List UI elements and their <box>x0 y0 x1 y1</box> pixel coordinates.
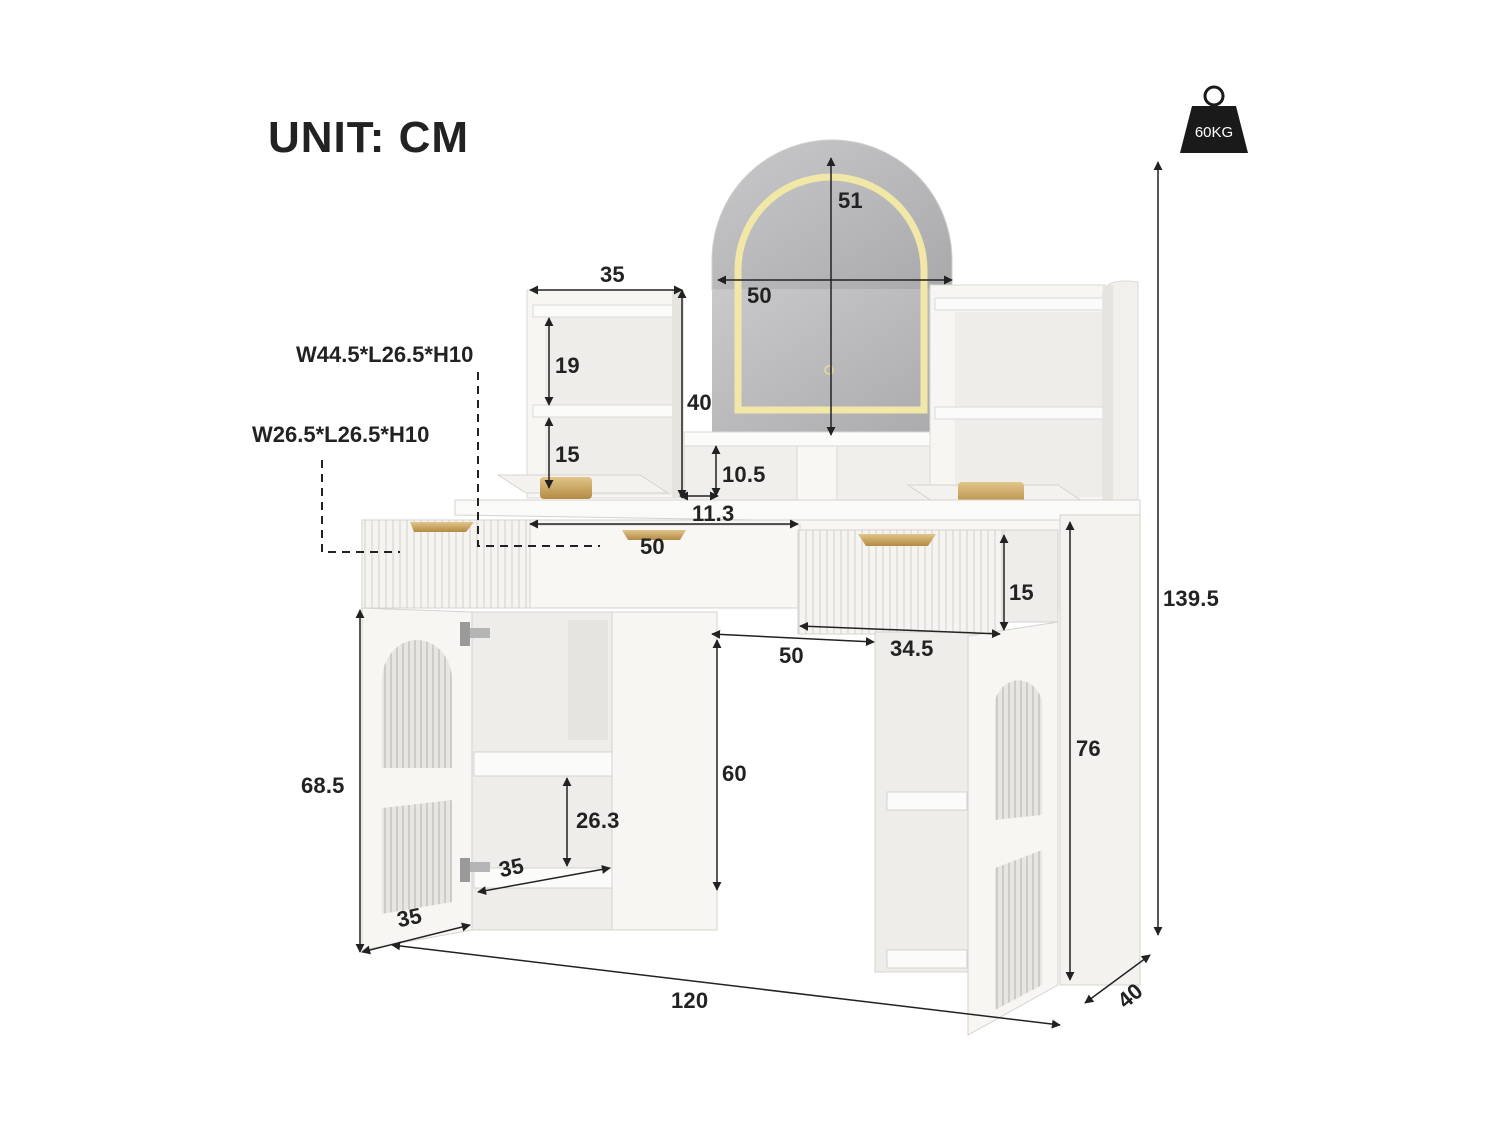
drawer-width-label: 50 <box>640 534 665 559</box>
desk-height-label: 76 <box>1076 736 1101 761</box>
right-cabinet-door <box>967 621 1059 1036</box>
left-drawer <box>361 519 531 609</box>
right-cabinet <box>874 631 976 973</box>
weight-icon <box>1180 85 1248 153</box>
center-cubby <box>683 431 935 503</box>
weight-badge-text: 60KG <box>1195 124 1233 141</box>
knee-height-label: 60 <box>722 761 747 786</box>
cabinet-width-label: 35 <box>394 902 425 933</box>
left-cabinet-door <box>361 607 490 951</box>
cabinet-shelf-height-label: 26.3 <box>576 808 620 833</box>
right-hutch <box>929 280 1139 506</box>
center-drawer <box>529 524 801 609</box>
left-cabinet <box>471 611 718 931</box>
dimension-lines <box>355 157 1163 1029</box>
cubby-gap-label: 11.3 <box>692 501 735 526</box>
unit-label: UNIT: CM <box>268 113 470 162</box>
total-width-label: 120 <box>671 988 709 1013</box>
callout-lines <box>321 372 600 553</box>
total-height-label: 139.5 <box>1163 586 1220 611</box>
cubby-height-label: 10.5 <box>722 462 766 487</box>
middle-drawer-spec: W44.5*L26.5*H10 <box>296 342 474 367</box>
shelf-lower-label: 15 <box>555 442 580 467</box>
right-drawer-height-label: 15 <box>1009 580 1034 605</box>
right-drawer-depth-label: 34.5 <box>890 636 934 661</box>
mirror-height-label: 51 <box>838 188 863 213</box>
side-drawer-spec: W26.5*L26.5*H10 <box>252 422 430 447</box>
cabinet-inner-depth-label: 35 <box>496 852 527 883</box>
shelf-upper-label: 19 <box>555 353 580 378</box>
mirror <box>711 139 953 440</box>
shelf-width-label: 35 <box>600 262 625 287</box>
right-drawer-open <box>797 529 1059 635</box>
hutch-height-label: 40 <box>687 390 712 415</box>
left-hutch <box>526 289 684 499</box>
mirror-width-label: 50 <box>747 283 772 308</box>
cabinet-height-label: 68.5 <box>301 773 345 798</box>
knee-width-label: 50 <box>779 643 804 668</box>
